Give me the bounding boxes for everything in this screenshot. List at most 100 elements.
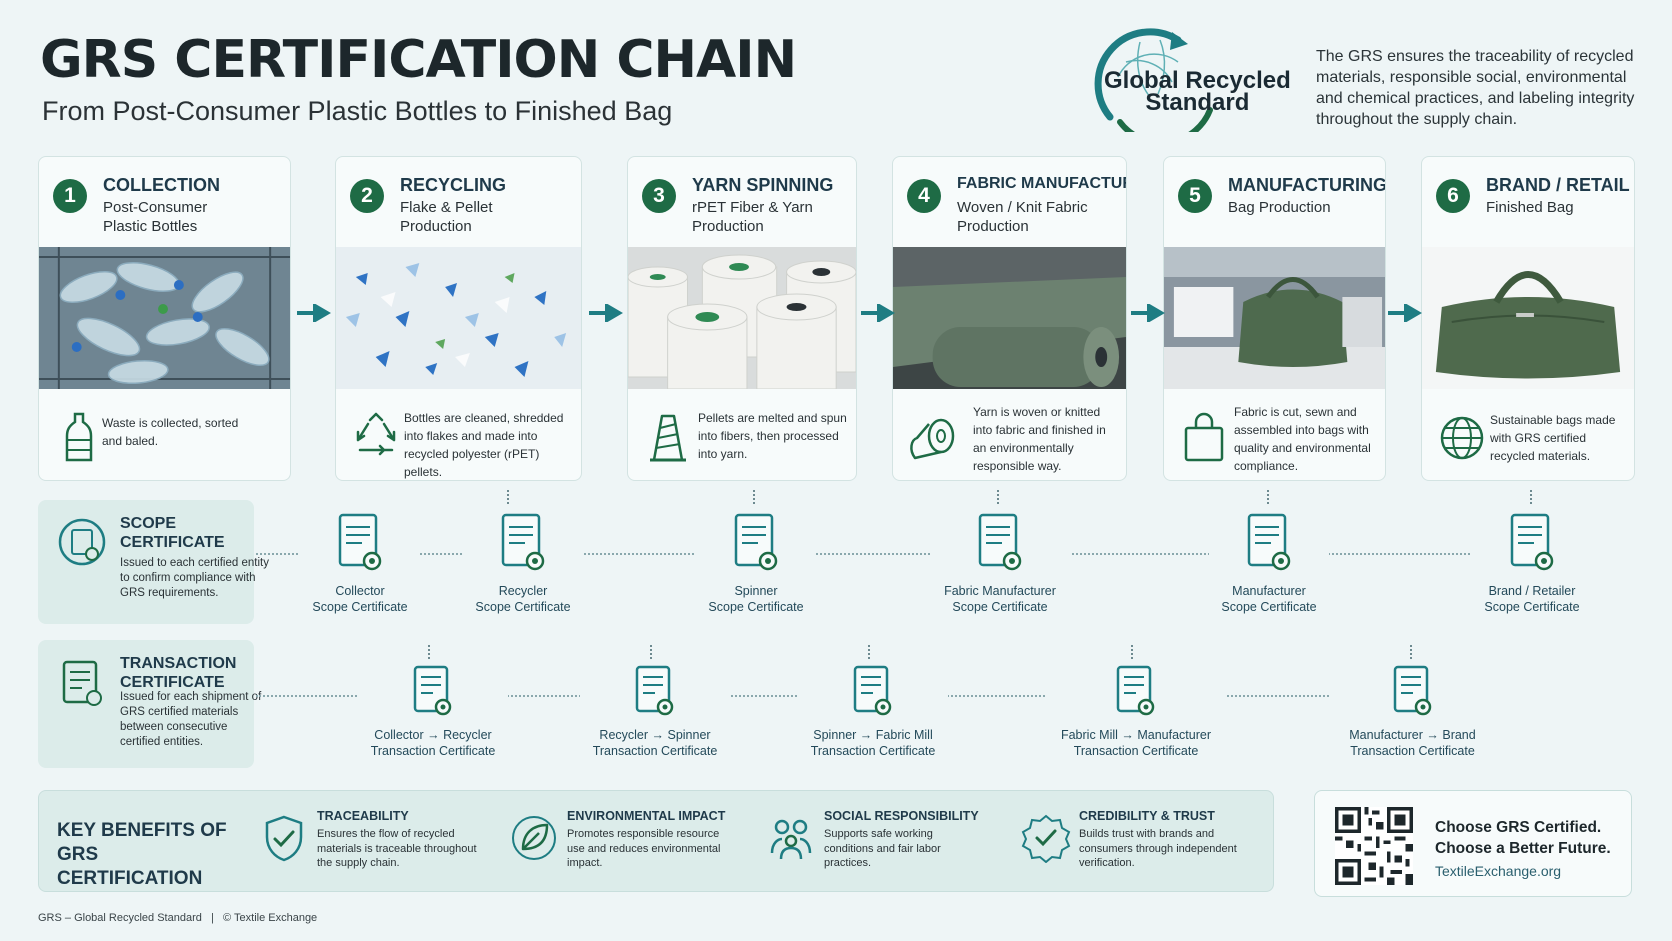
certificate-icon	[338, 513, 382, 571]
certificate-icon	[1247, 513, 1291, 571]
step-card-fabric-manufacturing: 4 FABRIC MANUFACTURING Woven / Knit Fabr…	[892, 156, 1127, 481]
certificate-icon	[501, 513, 545, 571]
benefit-text: Supports safe working conditions and fai…	[824, 828, 941, 869]
transaction-description: Issued for each shipment of GRS certifie…	[120, 691, 262, 748]
benefit-heading: SOCIAL RESPONSIBILITY	[824, 809, 979, 823]
transaction-certificate-icon	[1393, 665, 1431, 716]
recycle-icon	[356, 412, 396, 456]
cta-slogan: Choose GRS Certified.Choose a Better Fut…	[1435, 819, 1611, 857]
transaction-certificate-icon	[413, 665, 452, 716]
shield-check-icon	[265, 815, 303, 862]
step-description: Waste is collected, sorted and baled.	[102, 416, 239, 448]
bottle-icon	[65, 412, 93, 462]
vertical-connector	[997, 490, 999, 504]
transaction-certificate-icon	[635, 665, 674, 716]
qr-code-icon[interactable]	[1335, 807, 1413, 885]
benefits-title: KEY BENEFITS OF GRS CERTIFICATION	[57, 820, 227, 889]
key-benefits-panel: KEY BENEFITS OF GRS CERTIFICATION TRACEA…	[38, 790, 1274, 892]
benefit-text: Promotes responsible resource use and re…	[567, 828, 721, 869]
step-description: Fabric is cut, sewn and assembled into b…	[1234, 405, 1371, 473]
flow-arrow-icon	[589, 304, 623, 322]
transaction-title: TRANSACTION CERTIFICATE	[120, 655, 237, 691]
fabric-roll-photo	[893, 247, 1126, 389]
step-title: FABRIC MANUFACTURING	[957, 175, 1126, 192]
certificate-icon	[734, 513, 778, 571]
transaction-certificate-panel: TRANSACTION CERTIFICATE Issued for each …	[38, 640, 261, 768]
step-card-yarn-spinning: 3 YARN SPINNING rPET Fiber & Yarn Produc…	[627, 156, 857, 481]
people-icon	[770, 819, 812, 860]
flow-arrow-icon	[1131, 304, 1165, 322]
step-card-brand-retail: 6 BRAND / RETAIL Finished Bag Sustainabl…	[1421, 156, 1635, 481]
bag-production-photo	[1164, 247, 1385, 389]
step-description: Sustainable bags made with GRS certified…	[1490, 413, 1616, 463]
vertical-connector	[753, 490, 755, 504]
vertical-connector	[1410, 645, 1412, 659]
vertical-connector	[428, 645, 430, 659]
step-description: Bottles are cleaned, shredded into flake…	[404, 411, 564, 479]
step-number: 3	[642, 179, 676, 213]
scope-certificate-panel: SCOPE CERTIFICATE Issued to each certifi…	[38, 500, 269, 624]
leaf-icon	[512, 816, 556, 860]
step-number: 5	[1178, 179, 1212, 213]
benefit-text: Ensures the flow of recycled materials i…	[317, 828, 477, 869]
globe-icon	[1440, 416, 1484, 460]
step-subtitle: Bag Production	[1228, 199, 1331, 216]
step-subtitle: rPET Fiber & Yarn Production	[692, 199, 813, 235]
badge-check-icon	[1021, 814, 1071, 863]
logo-text: Global Recycled Standard	[1104, 67, 1291, 116]
scope-title: SCOPE CERTIFICATE	[120, 515, 225, 551]
step-title: BRAND / RETAIL	[1486, 175, 1630, 195]
vertical-connector	[868, 645, 870, 659]
vertical-connector	[507, 490, 509, 504]
step-subtitle: Flake & Pellet Production	[400, 199, 493, 235]
cta-url-link[interactable]: TextileExchange.org	[1435, 863, 1562, 879]
vertical-connector	[1267, 490, 1269, 504]
page-title: GRS CERTIFICATION CHAIN	[40, 30, 797, 90]
vertical-connector	[650, 645, 652, 659]
bottles-photo	[39, 247, 290, 389]
certificate-icon	[1510, 513, 1554, 571]
certificate-icon	[978, 513, 1022, 571]
step-title: YARN SPINNING	[692, 175, 834, 195]
page-subtitle: From Post-Consumer Plastic Bottles to Fi…	[42, 96, 673, 126]
step-title: MANUFACTURING	[1228, 175, 1386, 195]
scope-description: Issued to each certified entity to confi…	[120, 557, 269, 599]
step-card-manufacturing: 5 MANUFACTURING Bag Production Fabric is…	[1163, 156, 1386, 481]
benefit-heading: ENVIRONMENTAL IMPACT	[567, 809, 726, 823]
finished-bag-photo	[1422, 247, 1634, 389]
step-number: 4	[907, 179, 941, 213]
step-card-recycling: 2 RECYCLING Flake & Pellet Production Bo…	[335, 156, 582, 481]
step-number: 1	[53, 179, 87, 213]
step-number: 2	[350, 179, 384, 213]
benefit-heading: TRACEABILITY	[317, 809, 409, 823]
step-description: Yarn is woven or knitted into fabric and…	[973, 405, 1106, 473]
step-subtitle: Woven / Knit Fabric Production	[957, 199, 1088, 235]
certificate-seal-icon	[58, 518, 106, 566]
benefit-heading: CREDIBILITY & TRUST	[1079, 809, 1215, 823]
flow-arrow-icon	[297, 304, 331, 322]
call-to-action-panel: Choose GRS Certified.Choose a Better Fut…	[1314, 790, 1632, 897]
yarn-cone-icon	[650, 414, 686, 462]
step-card-collection: 1 COLLECTION Post-Consumer Plastic Bottl…	[38, 156, 291, 481]
flakes-photo	[336, 247, 581, 389]
vertical-connector	[1530, 490, 1532, 504]
flow-arrow-icon	[861, 304, 895, 322]
fabric-roll-icon	[910, 418, 955, 460]
